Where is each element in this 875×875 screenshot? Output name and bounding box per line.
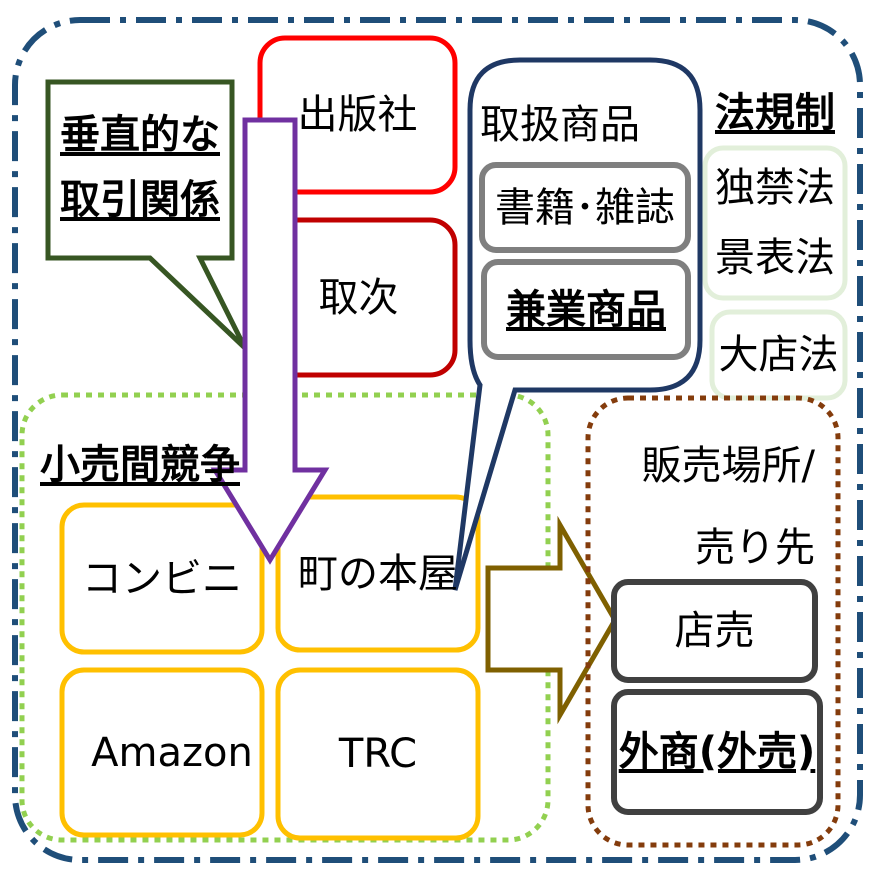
regulation-title: 法規制: [715, 90, 835, 136]
store-trc: TRC: [338, 731, 418, 777]
vertical-relation-line2: 取引関係: [60, 177, 220, 223]
vertical-relation-callout: [45, 79, 248, 350]
sales-outside: 外商(外売): [618, 729, 816, 775]
vertical-relation-line1: 垂直的な: [60, 112, 220, 158]
law-large-store: 大店法: [718, 332, 839, 378]
retail-competition-title: 小売間競争: [40, 442, 240, 488]
product-books: 書籍･雑誌: [495, 184, 675, 231]
law-premiums: 景表法: [715, 234, 835, 281]
store-box-convenience: [59, 502, 265, 655]
sales-place-title-line1: 販売場所/: [641, 442, 815, 489]
law-box-b: [709, 309, 848, 401]
store-box-amazon: [59, 667, 265, 838]
product-other: 兼業商品: [506, 286, 666, 333]
product-box-books: [479, 162, 691, 253]
publisher-box: [257, 35, 458, 195]
publisher-label: 出版社: [297, 92, 418, 138]
sales-place-title-line2: 売り先: [695, 524, 815, 571]
store-box-trc: [275, 667, 481, 841]
law-box-a: [702, 145, 848, 301]
distributor-label: 取次: [318, 274, 399, 321]
store-box-bookstore: [275, 494, 481, 653]
right-arrow: [485, 515, 618, 725]
product-box-other: [481, 259, 691, 360]
law-antimonopoly: 独禁法: [715, 164, 835, 211]
store-bookstore: 町の本屋: [298, 550, 458, 597]
store-convenience: コンビニ: [82, 555, 242, 602]
sales-box-store: [611, 579, 818, 683]
sales-store: 店売: [674, 608, 755, 654]
sales-box-outside: [611, 689, 823, 815]
products-title: 取扱商品: [480, 102, 640, 148]
outer-border: [12, 17, 863, 863]
store-amazon: Amazon: [91, 729, 253, 776]
down-arrow: [210, 117, 330, 565]
sales-place-area: [585, 395, 841, 848]
